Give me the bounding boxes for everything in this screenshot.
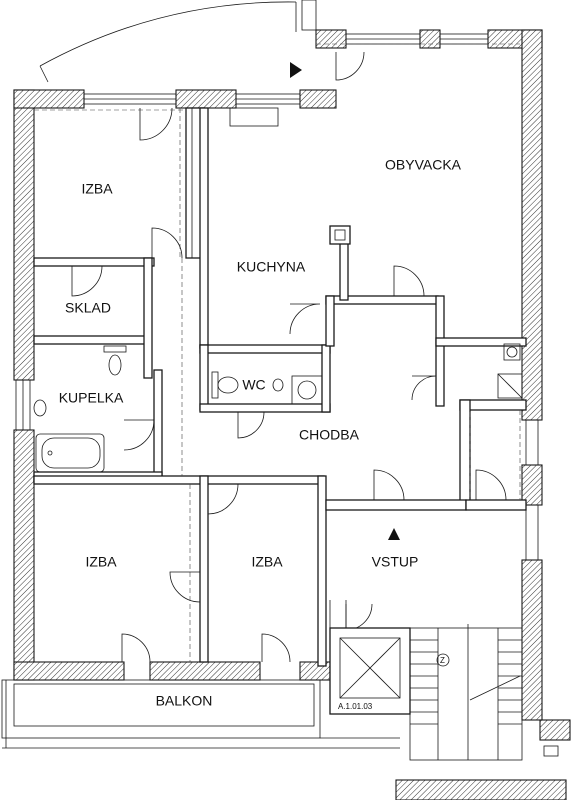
stair-marker-label: Z [440, 656, 445, 665]
shaft-code-label: A.1.01.03 [338, 702, 373, 711]
room-label-izba-top: IZBA [81, 181, 113, 197]
balcony [1, 679, 400, 749]
exterior-walls [13, 29, 543, 721]
room-label-chodba: CHODBA [299, 427, 360, 443]
vstup-arrow-icon [388, 528, 400, 540]
room-label-izba-mid: IZBA [251, 554, 283, 570]
room-label-sklad: SKLAD [65, 300, 111, 316]
room-label-kuchyna: KUCHYNA [237, 259, 306, 275]
room-label-wc: WC [242, 377, 265, 393]
doors [71, 51, 507, 663]
room-label-obyvacka: OBYVACKA [385, 157, 462, 173]
room-label-balkon: BALKON [156, 693, 213, 709]
room-label-kupelka: KUPELKA [59, 390, 124, 406]
dashed-lines [34, 43, 521, 662]
elevator-shaft [329, 600, 411, 715]
interior-walls [33, 107, 527, 667]
staircase [395, 624, 571, 800]
fixtures [33, 107, 523, 473]
room-label-vstup: VSTUP [372, 554, 419, 570]
canopy-arc [39, 1, 297, 67]
entry-arrow-icon [290, 62, 302, 78]
room-label-izba-left: IZBA [85, 554, 117, 570]
